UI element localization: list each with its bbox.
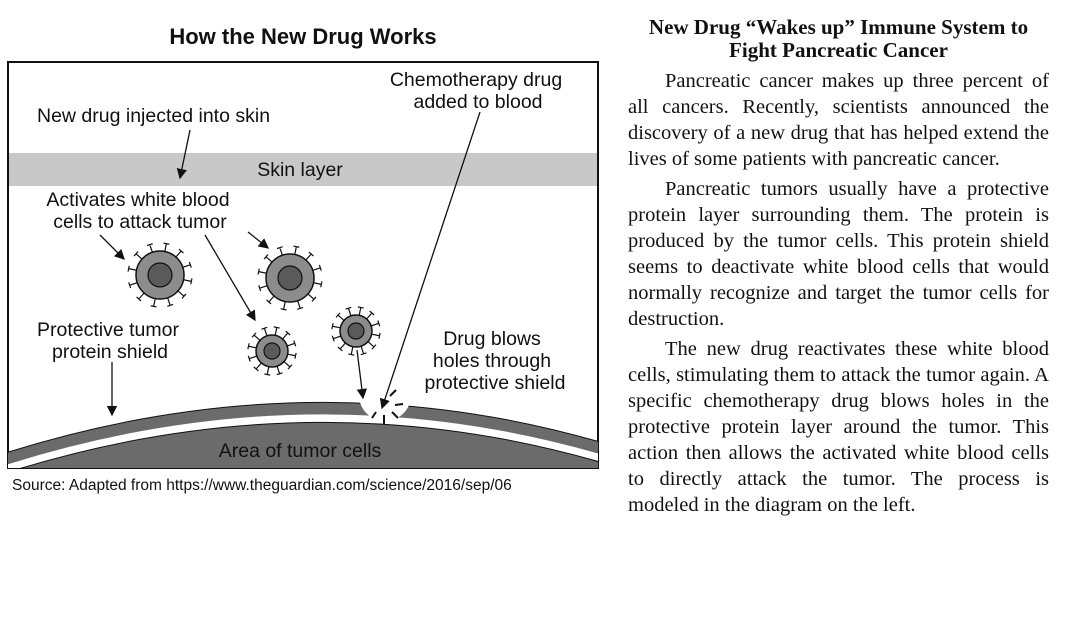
label-blows-3: protective shield bbox=[425, 372, 566, 394]
label-injected: New drug injected into skin bbox=[37, 105, 270, 127]
label-tumor-area: Area of tumor cells bbox=[219, 440, 382, 462]
white-blood-cell-icon bbox=[247, 326, 297, 376]
tumor-area bbox=[20, 421, 598, 468]
drug-mechanism-diagram: Chemotherapy drug added to blood New dru… bbox=[7, 61, 599, 469]
article: New Drug “Wakes up” Immune System to Fig… bbox=[628, 16, 1049, 522]
shield-hole bbox=[359, 369, 411, 421]
label-shield-2: protein shield bbox=[52, 341, 168, 363]
white-blood-cell-icon bbox=[257, 245, 323, 311]
label-chemo-1: Chemotherapy drug bbox=[390, 69, 562, 91]
article-paragraph: Pancreatic cancer makes up three percent… bbox=[628, 70, 1049, 170]
white-blood-cell-icon bbox=[127, 242, 193, 308]
label-shield-1: Protective tumor bbox=[37, 319, 179, 341]
white-blood-cell-icon bbox=[331, 306, 381, 356]
label-blows-2: holes through bbox=[433, 350, 551, 372]
diagram-title: How the New Drug Works bbox=[169, 24, 437, 49]
arrows bbox=[99, 111, 481, 417]
label-activates-1: Activates white blood bbox=[46, 189, 229, 211]
source-citation: Source: Adapted from https://www.theguar… bbox=[12, 477, 512, 494]
label-chemo-2: added to blood bbox=[413, 91, 542, 113]
article-paragraph: Pancreatic tumors usually have a protect… bbox=[628, 178, 1049, 330]
label-blows-1: Drug blows bbox=[443, 328, 541, 350]
article-paragraph: The new drug reactivates these white blo… bbox=[628, 338, 1049, 516]
blast-marks bbox=[371, 389, 404, 424]
article-title: New Drug “Wakes up” Immune System to Fig… bbox=[648, 15, 1029, 62]
label-skin-layer: Skin layer bbox=[257, 159, 343, 181]
skin-layer bbox=[9, 153, 597, 186]
label-activates-2: cells to attack tumor bbox=[53, 211, 227, 233]
